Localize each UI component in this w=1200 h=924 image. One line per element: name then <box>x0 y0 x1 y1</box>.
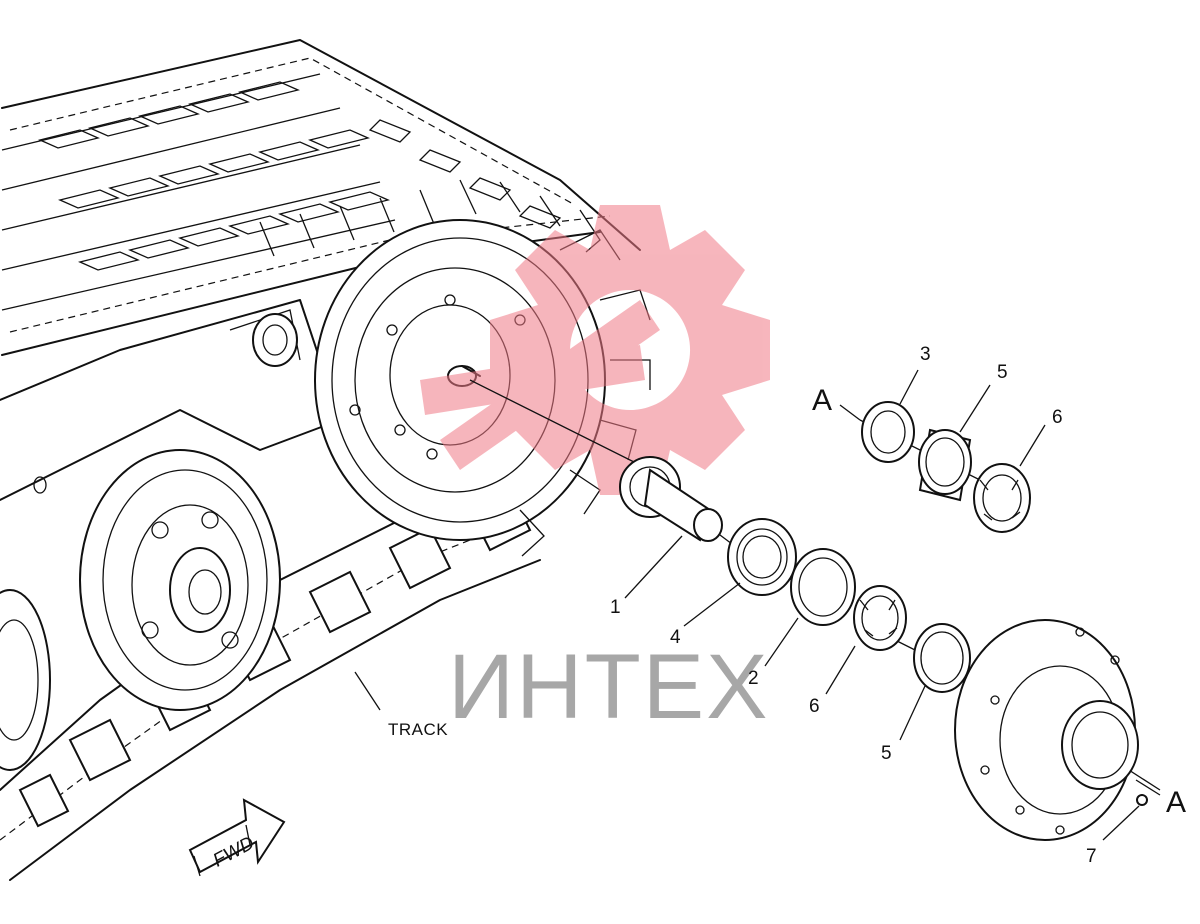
bearing-cone-part-6-lower <box>853 585 907 651</box>
leader-lines <box>354 369 1161 841</box>
seal-part-3 <box>861 401 915 463</box>
roller-wheel <box>79 449 281 711</box>
section-marker-a-right: A <box>1166 786 1186 819</box>
callout-4: 4 <box>670 627 681 648</box>
roller-wheel-partial <box>0 589 51 771</box>
cup-part-5-lower <box>913 623 971 693</box>
spindle-part-1 <box>619 456 723 542</box>
watermark-text: ИНТЕХ <box>448 636 770 738</box>
race-part-2 <box>790 548 856 626</box>
gear-watermark-icon <box>490 205 770 495</box>
watermark-logo <box>420 205 770 495</box>
section-marker-a-left: A <box>812 384 832 417</box>
callout-2: 2 <box>748 668 759 689</box>
callout-6-lower: 6 <box>809 696 820 717</box>
callout-3: 3 <box>920 344 931 365</box>
wheel-hub <box>954 619 1139 841</box>
cup-part-5-upper <box>918 428 972 502</box>
track-label: TRACK <box>388 720 448 739</box>
callout-7: 7 <box>1086 846 1097 867</box>
callout-5-lower: 5 <box>881 743 892 764</box>
callout-1: 1 <box>610 597 621 618</box>
track-assembly <box>1 39 641 356</box>
callout-5-upper: 5 <box>997 362 1008 383</box>
forward-arrow-icon: FWD <box>188 798 286 877</box>
bearing-cone-part-6-upper <box>973 463 1031 533</box>
callout-6-upper: 6 <box>1052 407 1063 428</box>
seal-part-4 <box>727 518 797 596</box>
fitting-part-7 <box>1136 794 1148 806</box>
undercarriage-frame <box>0 299 341 501</box>
callout-numbers: 1 4 2 6 5 7 3 5 6 <box>610 344 1097 867</box>
